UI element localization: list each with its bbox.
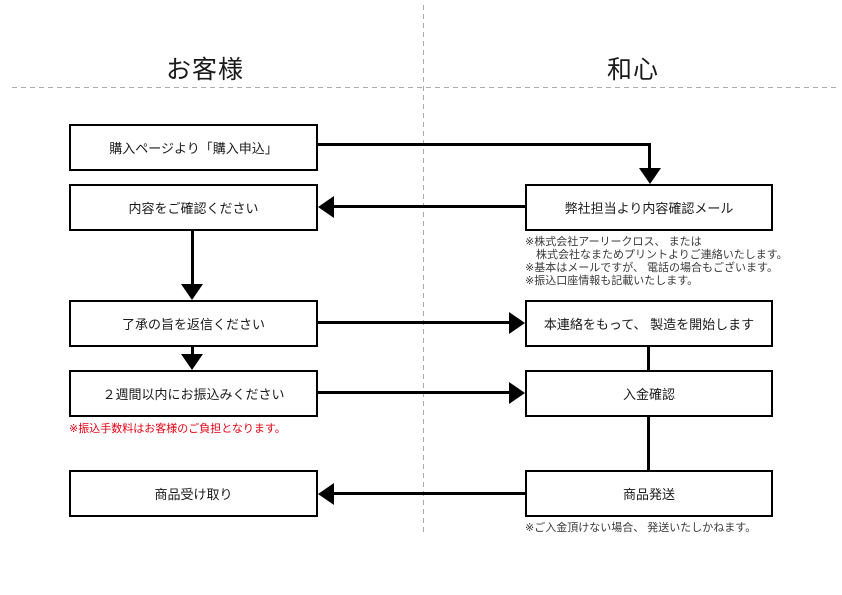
note-confirmation-mail-line3: ※基本はメールですが、 電話の場合もございます。: [525, 262, 778, 274]
note-transfer-fee-warning: ※振込手数料はお客様のご負担となります。: [69, 423, 286, 435]
flow-box-purchase-apply: 購入ページより「購入申込」: [69, 124, 318, 171]
note-shipping-condition: ※ご入金頂けない場合、 発送いたしかねます。: [525, 522, 757, 534]
flow-box-ship-product: 商品発送: [525, 470, 773, 517]
note-confirmation-mail-line4: ※振込口座情報も記載いたします。: [525, 275, 699, 287]
flow-box-confirm-content: 内容をご確認ください: [69, 184, 318, 231]
lane-title-customer: お客様: [165, 56, 244, 84]
flow-box-payment-check: 入金確認: [525, 370, 773, 417]
note-confirmation-mail-line2: 株式会社なまためプリントよりご連絡いたします。: [525, 249, 788, 261]
note-confirmation-mail-line1: ※株式会社アーリークロス、 または: [525, 236, 702, 248]
flow-box-confirmation-mail: 弊社担当より内容確認メール: [525, 184, 773, 231]
lane-divider-vertical: [423, 5, 424, 536]
flow-box-start-production: 本連絡をもって、 製造を開始します: [525, 300, 773, 347]
flow-box-bank-transfer: ２週間以内にお振込みください: [69, 370, 318, 417]
lane-title-company: 和心: [606, 56, 659, 84]
flow-box-reply-approval: 了承の旨を返信ください: [69, 300, 318, 347]
header-divider-horizontal: [12, 87, 838, 88]
flow-box-receive-product: 商品受け取り: [69, 470, 318, 517]
